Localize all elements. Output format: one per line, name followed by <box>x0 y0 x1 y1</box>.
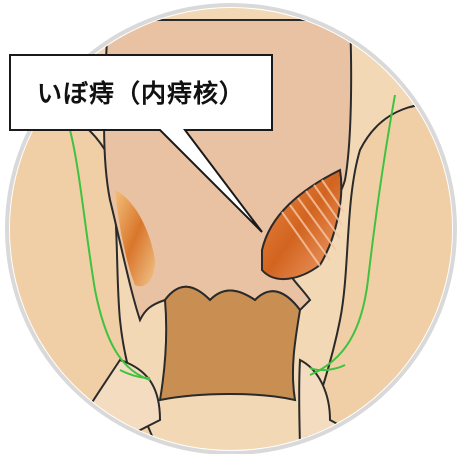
callout-label: いぼ痔（内痔核） <box>10 54 272 130</box>
anal-canal <box>160 287 300 400</box>
